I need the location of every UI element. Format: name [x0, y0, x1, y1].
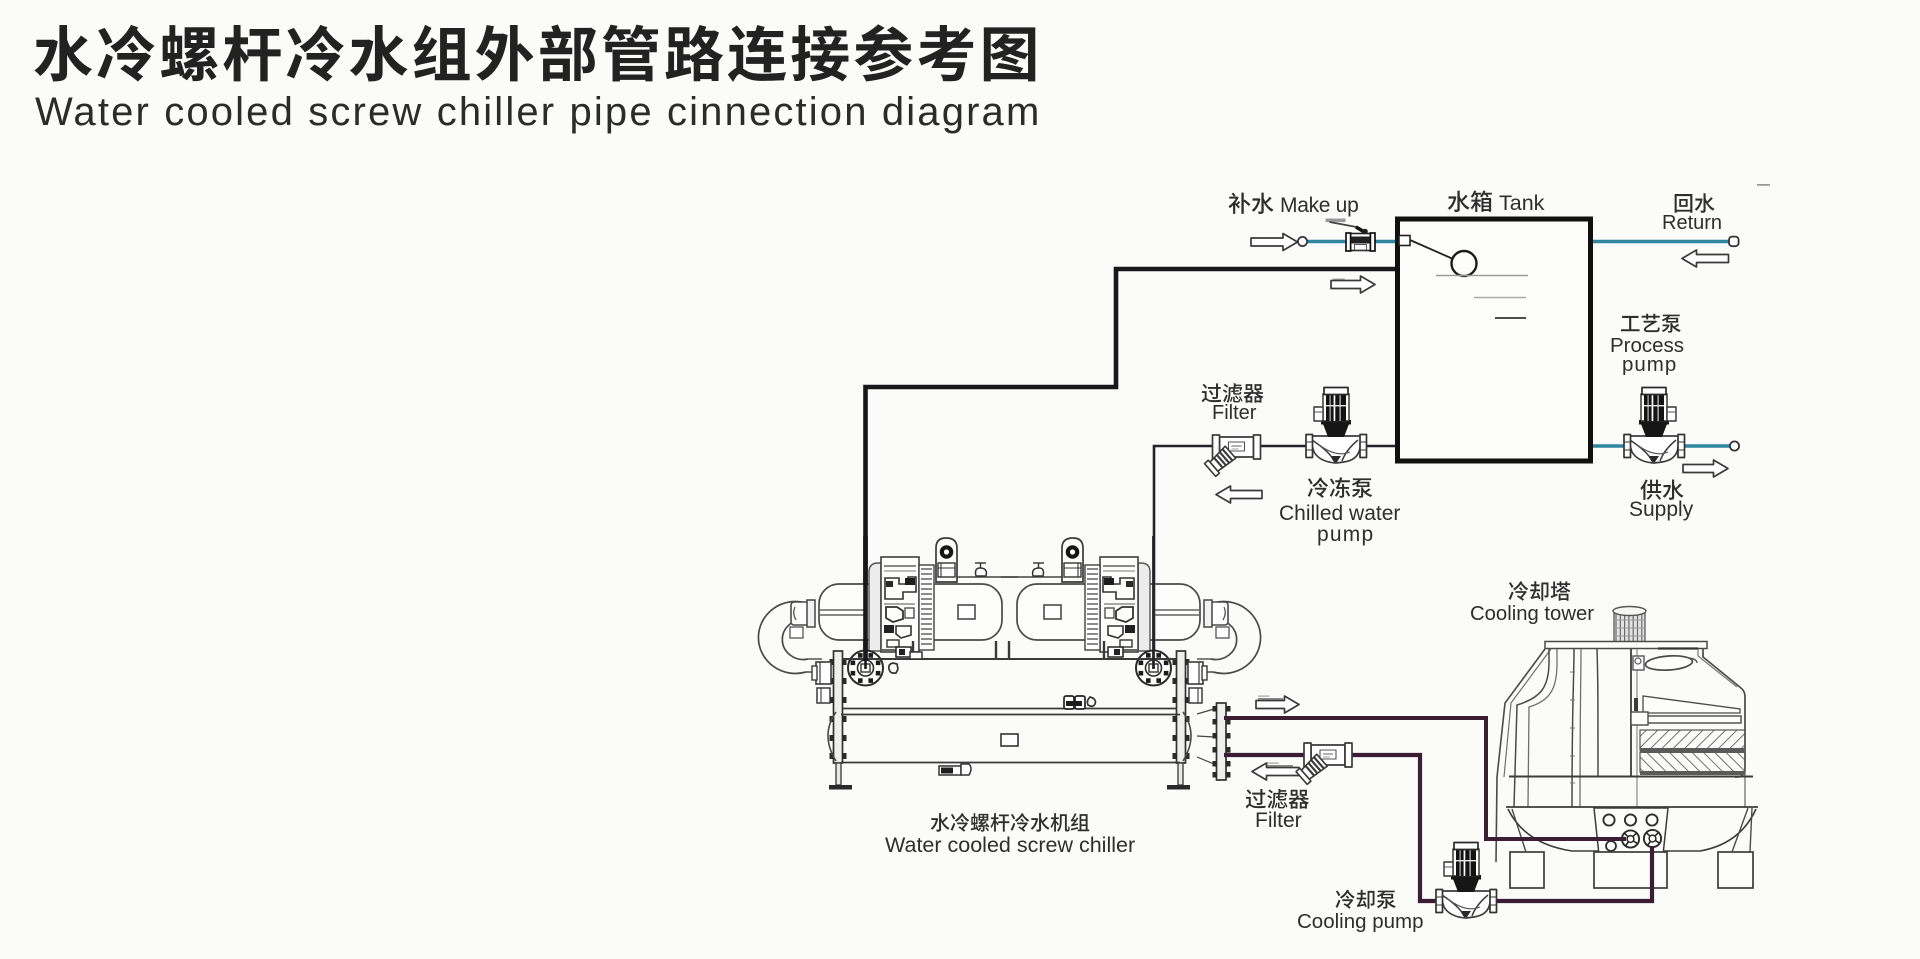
svg-text:Chilled water: Chilled water — [1279, 502, 1400, 525]
svg-text:Filter: Filter — [1212, 402, 1257, 424]
svg-text:Make up: Make up — [1280, 194, 1358, 217]
svg-text:Return: Return — [1662, 212, 1722, 234]
svg-text:Process: Process — [1610, 334, 1684, 357]
svg-text:Cooling tower: Cooling tower — [1470, 603, 1594, 625]
svg-text:Supply: Supply — [1629, 498, 1694, 521]
svg-text:pump: pump — [1622, 353, 1677, 376]
svg-text:Tank: Tank — [1499, 191, 1545, 215]
svg-text:pump: pump — [1317, 523, 1374, 546]
svg-text:Water cooled screw chiller: Water cooled screw chiller — [885, 833, 1135, 857]
svg-text:Filter: Filter — [1255, 809, 1302, 832]
svg-text:Cooling pump: Cooling pump — [1297, 910, 1424, 933]
svg-text:Water cooled screw chiller pip: Water cooled screw chiller pipe cinnecti… — [35, 90, 1041, 134]
